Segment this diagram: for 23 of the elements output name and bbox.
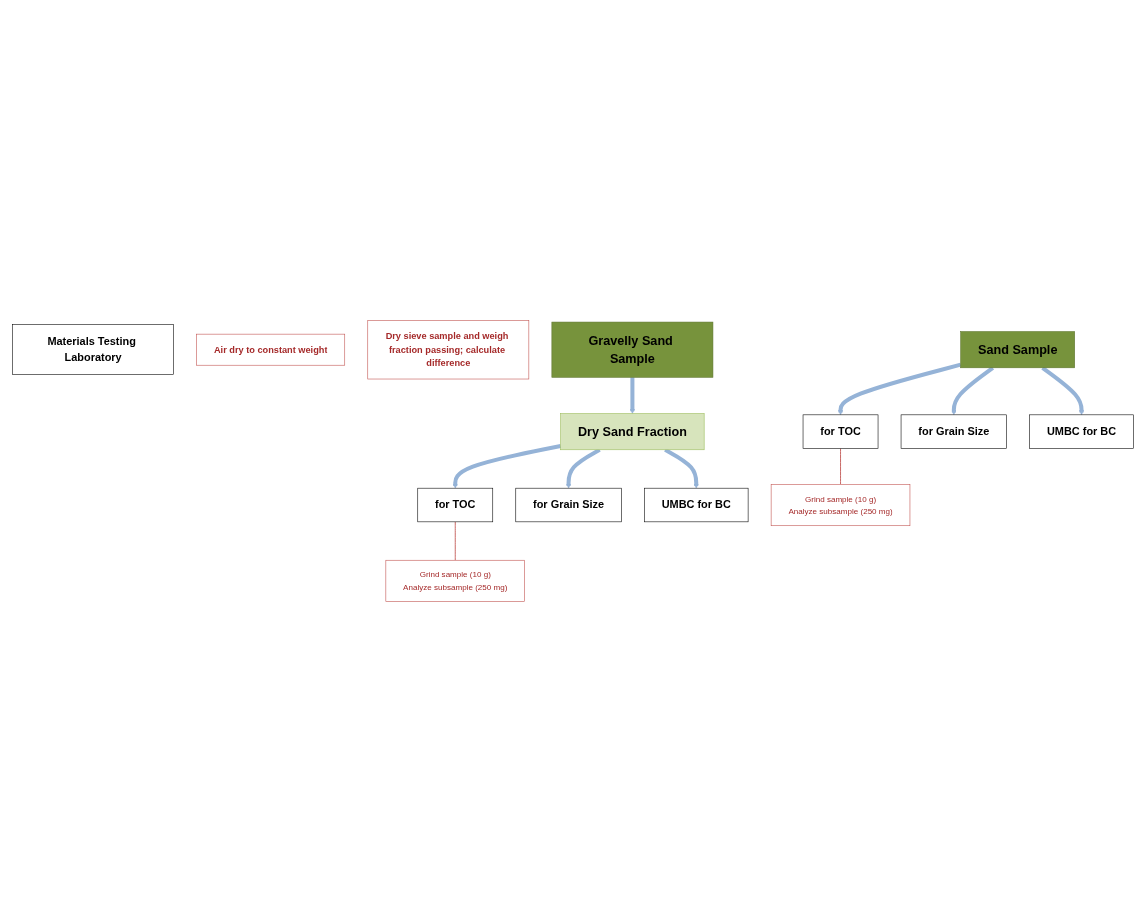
arrow <box>837 362 961 416</box>
node-box: Air dry to constant weight <box>195 333 345 366</box>
arrow <box>452 444 561 489</box>
node-box: Dry Sand Fraction <box>559 413 704 451</box>
node-box: for TOC <box>802 414 878 449</box>
node-box: Grind sample (10 g) Analyze subsample (250 mg) <box>770 484 910 526</box>
node-box: for Grain Size <box>900 414 1007 449</box>
node-box: UMBC for BC <box>1028 414 1134 449</box>
node-box: Grind sample (10 g) Analyze subsample (250 mg) <box>385 559 525 602</box>
arrow <box>565 448 601 489</box>
arrow <box>629 377 635 414</box>
node-box: Dry sieve sample and weigh fraction passing; calculate difference <box>366 320 529 380</box>
node-box: Sand Sample <box>959 331 1075 369</box>
node-box: Gravelly Sand Sample <box>551 321 713 378</box>
connector <box>454 521 456 561</box>
arrow <box>1040 366 1084 416</box>
arrow <box>950 366 994 416</box>
node-box: for Grain Size <box>515 487 622 523</box>
connector <box>839 448 841 485</box>
node-box: Materials Testing Laboratory <box>11 324 174 375</box>
node-box: UMBC for BC <box>643 487 748 523</box>
arrow <box>663 448 699 489</box>
node-box: for TOC <box>416 487 493 523</box>
